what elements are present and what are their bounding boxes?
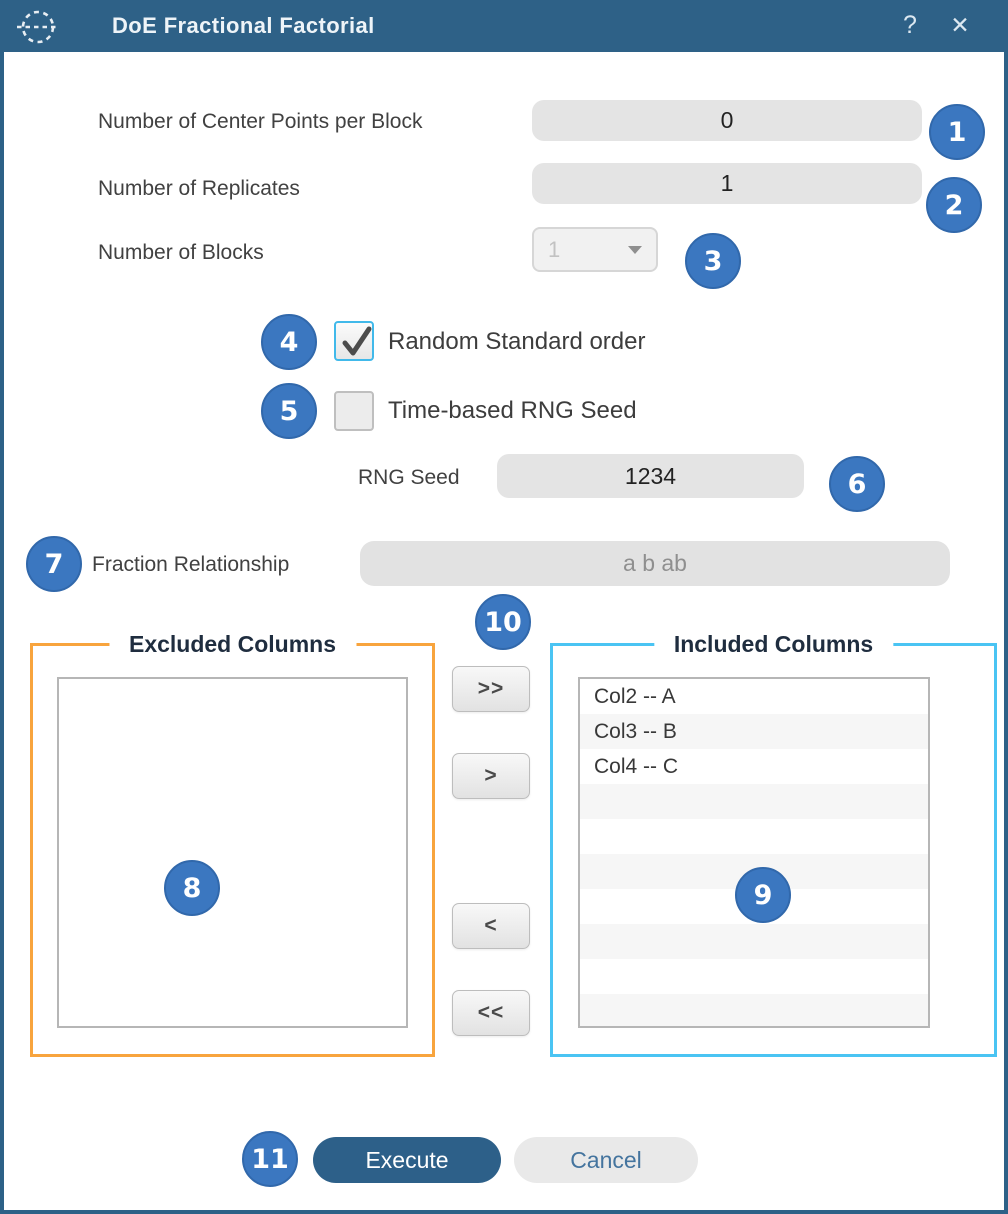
- excluded-columns-title: Excluded Columns: [108, 628, 357, 660]
- list-row-empty: [580, 819, 928, 854]
- included-columns-title: Included Columns: [653, 628, 894, 660]
- blocks-label: Number of Blocks: [98, 241, 264, 264]
- list-row-empty: [580, 959, 928, 994]
- move-all-right-button[interactable]: >>: [452, 666, 530, 712]
- list-item[interactable]: Col2 -- A: [594, 685, 676, 708]
- execute-button[interactable]: Execute: [313, 1137, 501, 1183]
- cancel-button[interactable]: Cancel: [514, 1137, 698, 1183]
- excluded-columns-list[interactable]: [57, 677, 408, 1028]
- fraction-relationship-label: Fraction Relationship: [92, 553, 290, 576]
- list-item[interactable]: Col3 -- B: [580, 714, 928, 749]
- center-points-label: Number of Center Points per Block: [98, 110, 423, 133]
- annotation-badge-11: 11: [242, 1131, 298, 1187]
- center-points-input[interactable]: 0: [532, 100, 922, 141]
- help-button[interactable]: ?: [903, 11, 917, 39]
- rng-seed-label: RNG Seed: [358, 466, 460, 489]
- annotation-badge-8: 8: [164, 860, 220, 916]
- annotation-badge-3: 3: [685, 233, 741, 289]
- crosshair-target-icon: [17, 10, 59, 44]
- time-based-rng-seed-checkbox[interactable]: [334, 391, 374, 431]
- window-title: DoE Fractional Factorial: [112, 13, 375, 38]
- annotation-badge-10: 10: [475, 594, 531, 650]
- time-based-rng-seed-label: Time-based RNG Seed: [388, 397, 637, 424]
- annotation-badge-1: 1: [929, 104, 985, 160]
- annotation-badge-5: 5: [261, 383, 317, 439]
- rng-seed-input[interactable]: 1234: [497, 454, 804, 498]
- fraction-relationship-input[interactable]: a b ab: [360, 541, 950, 586]
- blocks-dropdown-value: 1: [548, 237, 561, 262]
- move-right-button[interactable]: >: [452, 753, 530, 799]
- checkmark-icon: [342, 326, 372, 356]
- excluded-columns-group: Excluded Columns: [30, 628, 435, 1057]
- replicates-input[interactable]: 1: [532, 163, 922, 204]
- move-left-button[interactable]: <: [452, 903, 530, 949]
- move-all-left-button[interactable]: <<: [452, 990, 530, 1036]
- included-columns-group: Included Columns: [550, 628, 997, 1057]
- close-button[interactable]: ✕: [950, 12, 970, 38]
- annotation-badge-2: 2: [926, 177, 982, 233]
- random-standard-order-label: Random Standard order: [388, 328, 646, 355]
- random-standard-order-checkbox[interactable]: [334, 321, 374, 361]
- annotation-badge-9: 9: [735, 867, 791, 923]
- annotation-badge-6: 6: [829, 456, 885, 512]
- list-row-empty: [580, 994, 928, 1026]
- title-bar: DoE Fractional Factorial ? ✕: [0, 0, 1008, 52]
- annotation-badge-7: 7: [26, 536, 82, 592]
- included-columns-list[interactable]: Col2 -- A Col3 -- B Col4 -- C: [578, 677, 930, 1028]
- blocks-dropdown[interactable]: 1: [532, 227, 658, 272]
- chevron-down-icon: [628, 246, 642, 254]
- list-row-empty: [580, 924, 928, 959]
- list-row-empty: [580, 784, 928, 819]
- replicates-label: Number of Replicates: [98, 177, 300, 200]
- annotation-badge-4: 4: [261, 314, 317, 370]
- list-item[interactable]: Col4 -- C: [594, 755, 679, 778]
